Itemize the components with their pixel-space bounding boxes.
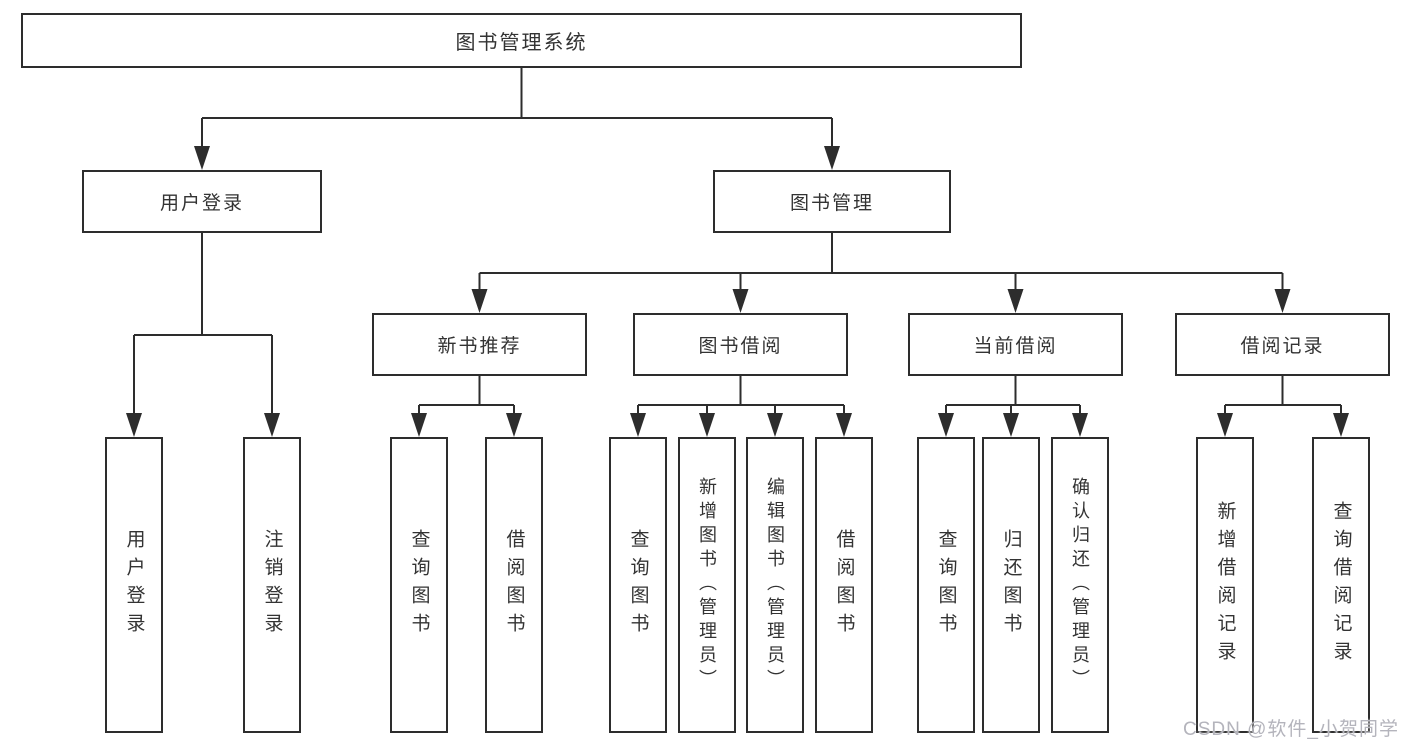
arrowhead: [938, 413, 954, 437]
leaf-label: 查询借阅记录: [1330, 501, 1352, 669]
connector-root: [201, 68, 833, 148]
leaf-label: 查询图书: [627, 529, 649, 641]
connector-borrow-records: [1224, 376, 1342, 415]
leaf-user-login: 用户登录: [105, 437, 163, 733]
arrowhead: [699, 413, 715, 437]
arrowhead: [824, 146, 840, 170]
leaf-query-borrow-record: 查询借阅记录: [1312, 437, 1370, 733]
leaf-label: 用户登录: [123, 529, 145, 641]
arrowhead: [506, 413, 522, 437]
arrowhead: [836, 413, 852, 437]
connector-current-borrow: [945, 376, 1081, 415]
node-user-login: 用户登录: [82, 170, 322, 233]
arrowhead: [471, 289, 488, 313]
arrowhead: [767, 413, 783, 437]
node-borrow-records: 借阅记录: [1175, 313, 1390, 376]
leaf-label: 查询图书: [408, 529, 430, 641]
leaf-label: 编辑图书（管理员）: [765, 477, 785, 693]
leaf-label: 确认归还（管理员）: [1070, 477, 1090, 693]
csdn-watermark: CSDN @软件_小贺同学: [1183, 719, 1399, 740]
leaf-label: 新增图书（管理员）: [697, 477, 717, 693]
arrowhead: [264, 413, 280, 437]
leaf-query-book: 查询图书: [390, 437, 448, 733]
node-current-borrow: 当前借阅: [908, 313, 1123, 376]
arrowhead: [630, 413, 646, 437]
leaf-label: 归还图书: [1000, 529, 1022, 641]
connector-user-login: [133, 233, 273, 415]
connector-book-management: [478, 233, 1284, 291]
leaf-label: 借阅图书: [833, 529, 855, 641]
node-root-system: 图书管理系统: [21, 13, 1022, 68]
leaf-return-book: 归还图书: [982, 437, 1040, 733]
node-book-management: 图书管理: [713, 170, 951, 233]
connector-book-borrow: [637, 376, 845, 415]
node-new-book-recommend: 新书推荐: [372, 313, 587, 376]
leaf-borrow-book: 借阅图书: [485, 437, 543, 733]
arrowhead: [1274, 289, 1291, 313]
node-book-borrow: 图书借阅: [633, 313, 848, 376]
arrowhead: [126, 413, 142, 437]
leaf-query-book: 查询图书: [609, 437, 667, 733]
leaf-confirm-return-admin: 确认归还（管理员）: [1051, 437, 1109, 733]
leaf-label: 注销登录: [261, 529, 283, 641]
arrowhead: [1217, 413, 1233, 437]
leaf-edit-book-admin: 编辑图书（管理员）: [746, 437, 804, 733]
arrowhead: [194, 146, 210, 170]
leaf-label: 查询图书: [935, 529, 957, 641]
leaf-label: 借阅图书: [503, 529, 525, 641]
arrowhead: [1333, 413, 1349, 437]
leaf-label: 新增借阅记录: [1214, 501, 1236, 669]
leaf-borrow-book: 借阅图书: [815, 437, 873, 733]
leaf-logout: 注销登录: [243, 437, 301, 733]
arrowhead: [1003, 413, 1019, 437]
leaf-add-borrow-record: 新增借阅记录: [1196, 437, 1254, 733]
arrowhead: [411, 413, 427, 437]
arrowhead: [1007, 289, 1024, 313]
connector-new-book-recommend: [418, 376, 515, 415]
arrowhead: [1072, 413, 1088, 437]
arrowhead: [732, 289, 749, 313]
leaf-add-book-admin: 新增图书（管理员）: [678, 437, 736, 733]
leaf-query-book: 查询图书: [917, 437, 975, 733]
